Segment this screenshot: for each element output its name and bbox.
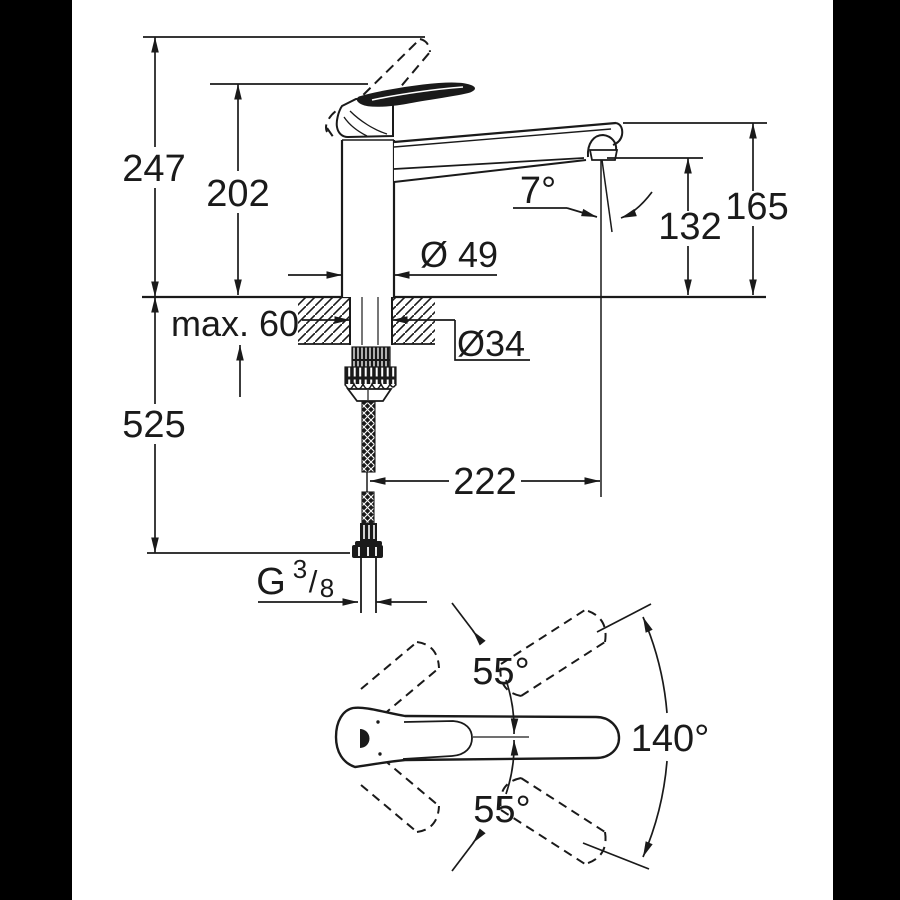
dim-lever-height-label: 202: [206, 173, 269, 215]
handle-position-dashed-up: [360, 609, 607, 716]
dim-overall-height-label: 247: [122, 148, 185, 190]
thread-slash: /: [309, 564, 318, 599]
supply-hose-upper: [361, 401, 376, 473]
top-view: 55° 55° 140°: [334, 602, 710, 872]
side-view: 247 202 525 max. 60 Ø34 Ø 49 7° 132 165 …: [122, 36, 789, 613]
thread-size-label: G 3 / 8: [256, 554, 334, 603]
faucet-body: [340, 135, 396, 297]
threaded-collar: [351, 346, 391, 368]
dim-counter-thickness-label: max. 60: [171, 303, 299, 344]
mounting-nut: [344, 366, 397, 386]
dim-swing-total-label: 140°: [631, 718, 710, 760]
left-mask-bar: [0, 0, 72, 900]
side-view-dimensions: [143, 36, 767, 606]
handle-position-dashed-down: [360, 758, 607, 865]
swivel-annotations: [451, 602, 668, 872]
faucet-lever: [356, 82, 475, 107]
mounting-shank: [349, 297, 393, 345]
right-mask-bar: [833, 0, 900, 900]
stream-angled-line: [601, 159, 613, 233]
dim-shank-diameter-label: Ø34: [457, 323, 525, 364]
dim-swing-up-label: 55°: [472, 651, 529, 693]
dim-length-below-counter-label: 525: [122, 404, 185, 446]
dim-spout-reach-label: 222: [453, 461, 516, 503]
dim-swing-down-label: 55°: [473, 789, 530, 831]
thread-denominator: 8: [320, 573, 334, 603]
water-stream-lines: [600, 159, 613, 497]
hose-end-fitting: [352, 523, 383, 558]
thread-numerator: 3: [293, 554, 307, 584]
thread-prefix: G: [256, 561, 286, 603]
supply-hose-lower: [361, 491, 375, 524]
faucet-spout: [393, 121, 624, 183]
dim-outlet-height-label: 132: [658, 206, 721, 248]
hose-guide: [346, 388, 393, 402]
dim-body-diameter-label: Ø 49: [420, 234, 498, 275]
under-counter-assembly: [344, 346, 397, 613]
dim-spout-end-height-label: 165: [725, 186, 788, 228]
dim-stream-angle-label: 7°: [520, 170, 556, 212]
nut-scallops: [344, 382, 397, 390]
handle-top-view: [334, 706, 621, 769]
aerator-dome: [586, 133, 618, 158]
handle-pivot-mark: [360, 729, 370, 748]
